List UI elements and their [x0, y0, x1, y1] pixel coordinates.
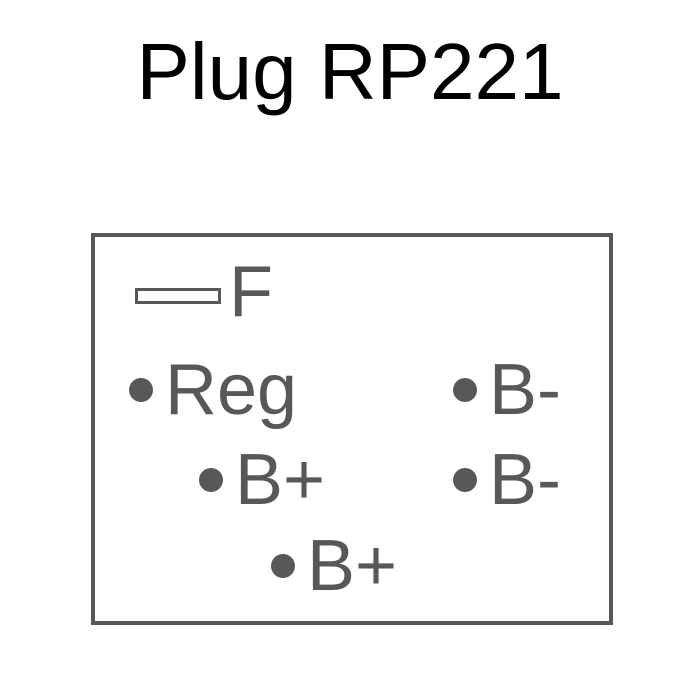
- pin-dot-icon: [129, 378, 153, 402]
- plug-outline: [91, 233, 613, 625]
- page-title: Plug RP221: [136, 27, 564, 116]
- terminal-f-label: F: [229, 252, 273, 332]
- terminal-b-minus-bottom-label: B-: [489, 440, 561, 520]
- pin-dot-icon: [199, 468, 223, 492]
- pin-dot-icon: [453, 468, 477, 492]
- spade-terminal-icon: [135, 288, 221, 304]
- terminal-reg: Reg: [129, 350, 297, 430]
- terminal-b-plus-lower: B+: [271, 526, 397, 606]
- terminal-b-minus-top-label: B-: [489, 350, 561, 430]
- pin-dot-icon: [453, 378, 477, 402]
- terminal-b-plus-lower-label: B+: [307, 526, 398, 606]
- pin-dot-icon: [271, 554, 295, 578]
- terminal-reg-label: Reg: [165, 350, 298, 430]
- terminal-b-plus-upper-label: B+: [235, 440, 326, 520]
- terminal-b-minus-top: B-: [453, 350, 561, 430]
- terminal-b-minus-bottom: B-: [453, 440, 561, 520]
- terminal-b-plus-upper: B+: [199, 440, 325, 520]
- terminal-f: F: [135, 252, 273, 332]
